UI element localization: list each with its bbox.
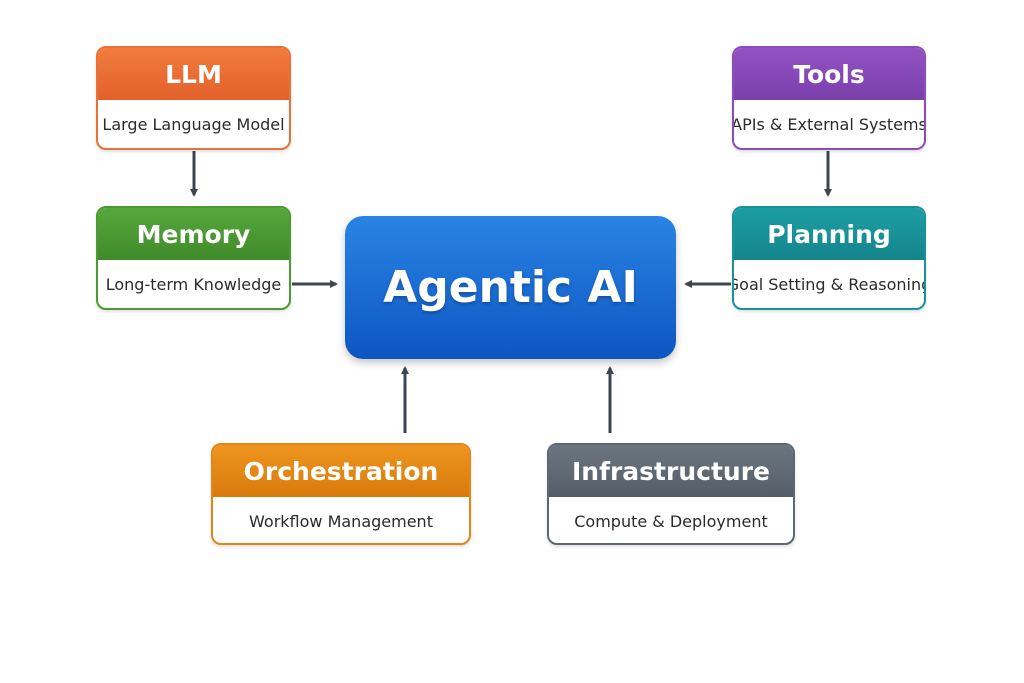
agentic-ai-center-node: Agentic AI [345,216,676,359]
planning-node: Planning Goal Setting & Reasoning [732,206,926,310]
orchestration-title: Orchestration [213,445,469,497]
planning-subtitle: Goal Setting & Reasoning [732,274,926,294]
llm-title: LLM [98,48,289,100]
infrastructure-subtitle: Compute & Deployment [574,511,768,531]
tools-subtitle: APIs & External Systems [732,114,926,134]
orchestration-node: Orchestration Workflow Management [211,443,471,545]
llm-subtitle: Large Language Model [102,114,285,134]
memory-subtitle: Long-term Knowledge [105,274,282,294]
memory-node: Memory Long-term Knowledge [96,206,291,310]
llm-node: LLM Large Language Model [96,46,291,150]
infrastructure-node: Infrastructure Compute & Deployment [547,443,795,545]
orchestration-subtitle: Workflow Management [249,511,433,531]
tools-title: Tools [734,48,924,100]
planning-title: Planning [734,208,924,260]
memory-title: Memory [98,208,289,260]
tools-node: Tools APIs & External Systems [732,46,926,150]
infrastructure-title: Infrastructure [549,445,793,497]
